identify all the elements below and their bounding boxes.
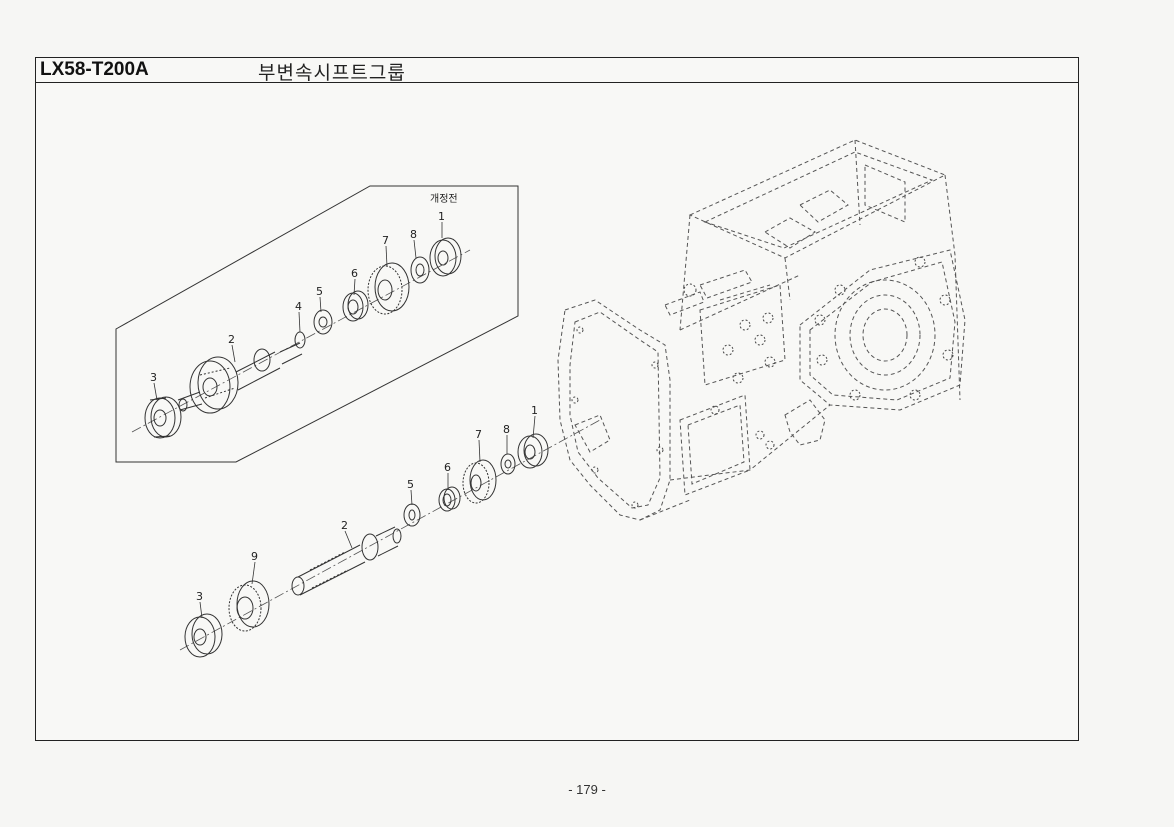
main-washer-5 (403, 503, 421, 527)
inset-callout-7: 7 (382, 234, 389, 247)
inset-bearing-3 (144, 396, 182, 439)
drawing-frame: LX58-T200A 부변속시프트그룹 (35, 57, 1079, 741)
main-bearing-3 (184, 613, 223, 658)
inset-gear-7 (367, 262, 410, 315)
main-callout-7: 7 (475, 428, 482, 441)
inset-callout-2: 2 (228, 333, 235, 346)
main-callout-5: 5 (407, 478, 414, 491)
inset-callout-5: 5 (316, 285, 323, 298)
main-callout-3: 3 (196, 590, 203, 603)
inset-revision-box (115, 185, 519, 463)
main-bearing-1 (517, 433, 549, 469)
page-number: - 179 - (568, 782, 606, 797)
title-bar: LX58-T200A 부변속시프트그룹 (36, 58, 1078, 84)
inset-axis-line (131, 249, 471, 433)
main-needle-bearing-6 (438, 486, 461, 512)
inset-thrust-washer-8 (410, 256, 430, 284)
main-gear-7 (462, 459, 497, 504)
main-shaft-2 (291, 526, 402, 596)
inset-shaft-2 (177, 342, 303, 414)
inset-bearing-1 (429, 237, 462, 277)
main-callout-6: 6 (444, 461, 451, 474)
housing-bolt-holes (571, 256, 954, 509)
main-thrust-washer-8 (500, 453, 516, 475)
inset-callout-3: 3 (150, 371, 157, 384)
group-title: 부변속시프트그룹 (258, 62, 406, 84)
main-callout-9: 9 (251, 550, 258, 563)
inset-callout-8: 8 (410, 228, 417, 241)
inset-needle-bearing-6 (342, 290, 369, 322)
callout-leaders (153, 222, 536, 619)
main-callout-1: 1 (531, 404, 538, 417)
main-callout-2: 2 (341, 519, 348, 532)
inset-washer-5 (313, 309, 333, 335)
main-callout-8: 8 (503, 423, 510, 436)
callout-labels: 개정전 1 8 7 6 5 4 2 3 1 8 7 6 5 2 9 3 (150, 193, 538, 603)
inset-note-label: 개정전 (430, 193, 458, 205)
main-axis-line (179, 419, 601, 651)
transmission-housing (557, 139, 966, 521)
main-gear-9 (228, 580, 270, 632)
inset-callout-1: 1 (438, 210, 445, 223)
inset-callout-4: 4 (295, 300, 302, 313)
inset-callout-6: 6 (351, 267, 358, 280)
model-code: LX58-T200A (40, 59, 149, 80)
